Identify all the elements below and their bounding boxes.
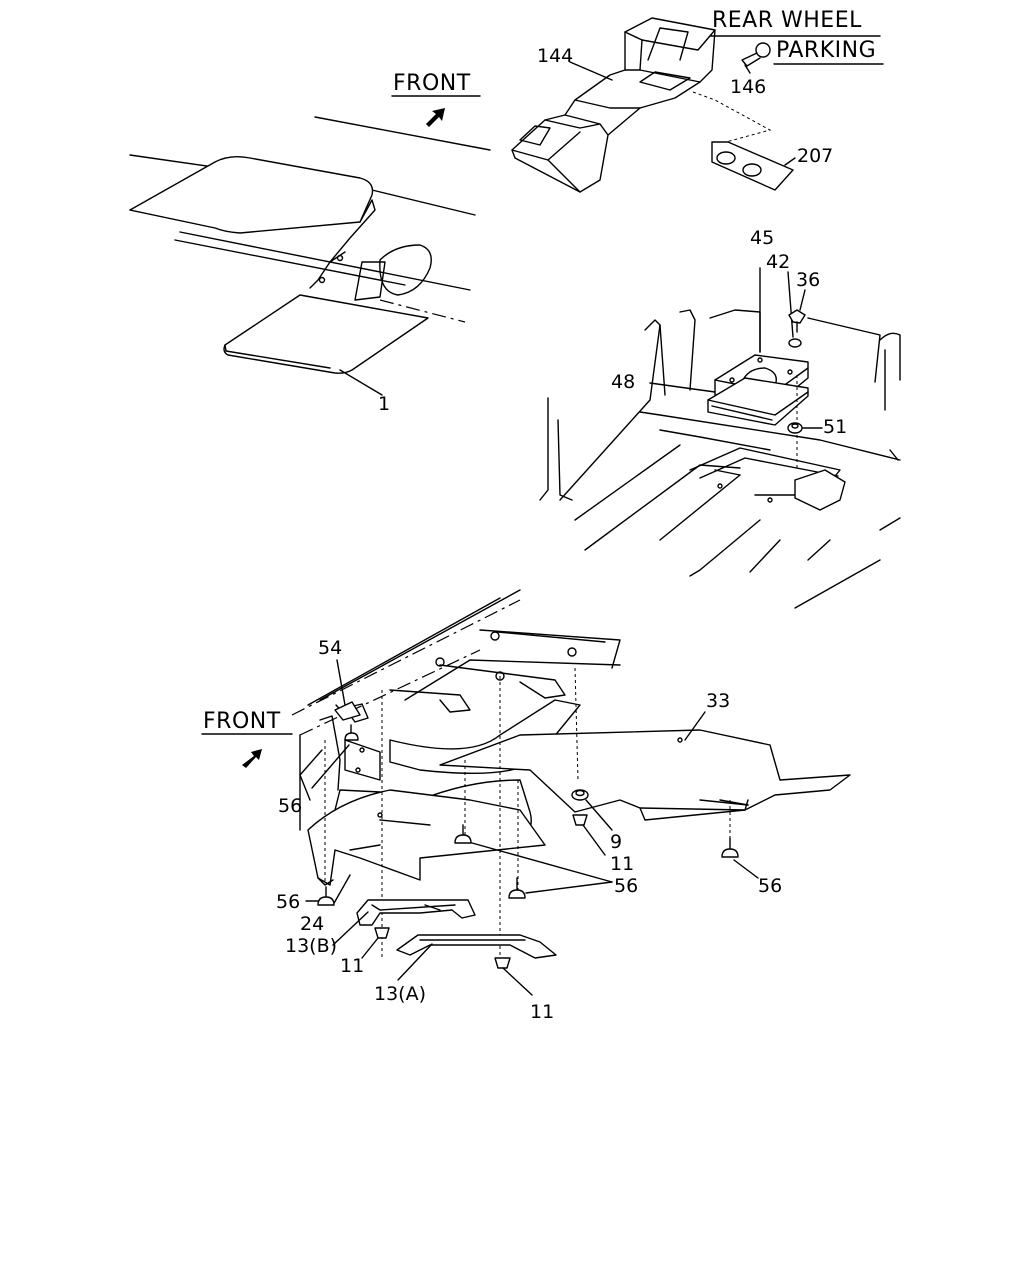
callout-13b: 13(B) bbox=[285, 935, 337, 957]
callout-51: 51 bbox=[823, 416, 847, 438]
callout-11-left: 11 bbox=[340, 955, 364, 977]
arrow-front-icon bbox=[426, 108, 445, 127]
floor-mat-view: 1 bbox=[129, 116, 491, 415]
callout-1: 1 bbox=[378, 393, 390, 415]
callout-48: 48 bbox=[611, 371, 635, 393]
callout-11-bottom: 11 bbox=[530, 1001, 554, 1023]
callout-33: 33 bbox=[706, 690, 730, 712]
rear-wheel-heading-line1: REAR WHEEL bbox=[712, 8, 862, 33]
callout-24: 24 bbox=[300, 913, 324, 935]
center-console-view: 144 207 146 bbox=[511, 17, 833, 193]
callout-207: 207 bbox=[797, 145, 833, 167]
callout-11-mid: 11 bbox=[610, 853, 634, 875]
arrow-front-icon bbox=[242, 749, 262, 768]
underbody-view: 33 24 54 56 9 11 bbox=[276, 589, 851, 1023]
front-heading-top: FRONT bbox=[393, 71, 471, 96]
callout-45: 45 bbox=[750, 227, 774, 249]
front-heading-bottom: FRONT bbox=[203, 709, 281, 734]
rear-wheel-heading-line2: PARKING bbox=[776, 38, 876, 63]
callout-54: 54 bbox=[318, 637, 342, 659]
floor-plate-view: 48 45 42 36 51 bbox=[539, 227, 901, 609]
callout-56-left: 56 bbox=[278, 795, 302, 817]
callout-56-lower: 56 bbox=[276, 891, 300, 913]
callout-56-right: 56 bbox=[758, 875, 782, 897]
callout-42: 42 bbox=[766, 251, 790, 273]
callout-146: 146 bbox=[730, 76, 766, 98]
callout-144: 144 bbox=[537, 45, 573, 67]
callout-9: 9 bbox=[610, 831, 622, 853]
front-label-bottom: FRONT bbox=[201, 709, 293, 768]
callout-56-mid: 56 bbox=[614, 875, 638, 897]
callout-13a: 13(A) bbox=[374, 983, 426, 1005]
callout-36: 36 bbox=[796, 269, 820, 291]
front-label-top: FRONT bbox=[391, 71, 481, 127]
rear-wheel-parking-heading: REAR WHEEL PARKING bbox=[709, 8, 884, 65]
